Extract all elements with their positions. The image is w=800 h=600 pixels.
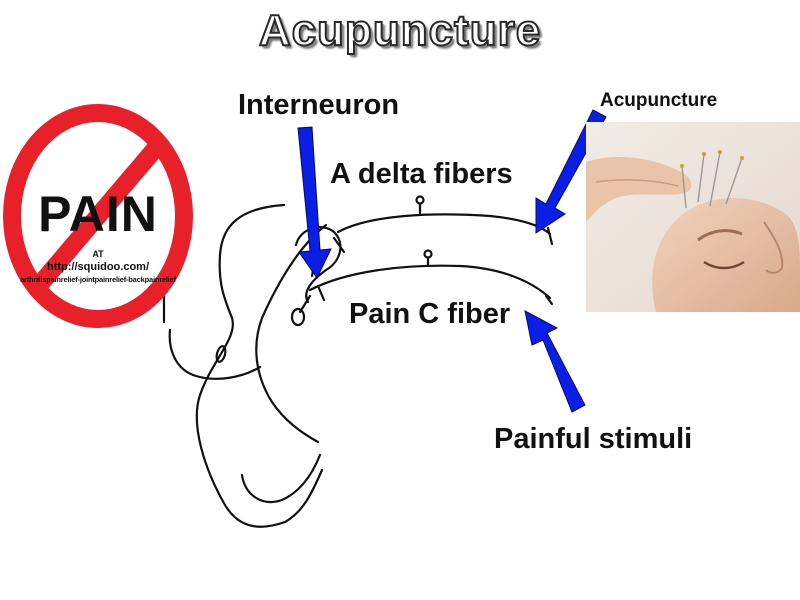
- acupuncture-face-photo: [586, 122, 800, 312]
- interneuron-arrow-icon: [297, 126, 332, 279]
- a-delta-fibers-label: A delta fibers: [330, 158, 513, 190]
- interneuron-label: Interneuron: [238, 89, 400, 121]
- arrow-group: [297, 109, 607, 413]
- no-pain-sign: PAIN AT http://squidoo.com/ arthritispai…: [2, 103, 194, 329]
- no-pain-prohibition-icon: [3, 104, 193, 328]
- pain-sign-url: http://squidoo.com/: [46, 261, 150, 273]
- pain-c-fiber-label: Pain C fiber: [349, 298, 511, 330]
- painful-stimuli-label: Painful stimuli: [494, 423, 693, 455]
- pain-sign-at: AT: [92, 249, 104, 259]
- painful-stimuli-arrow-icon: [524, 310, 586, 413]
- pain-word: PAIN: [38, 186, 158, 242]
- slide-title: Acupuncture: [258, 5, 542, 56]
- acupuncture-photo-label: Acupuncture: [600, 90, 718, 111]
- pain-sign-subtext: arthritispainrelief-jointpainrelief-back…: [20, 275, 176, 284]
